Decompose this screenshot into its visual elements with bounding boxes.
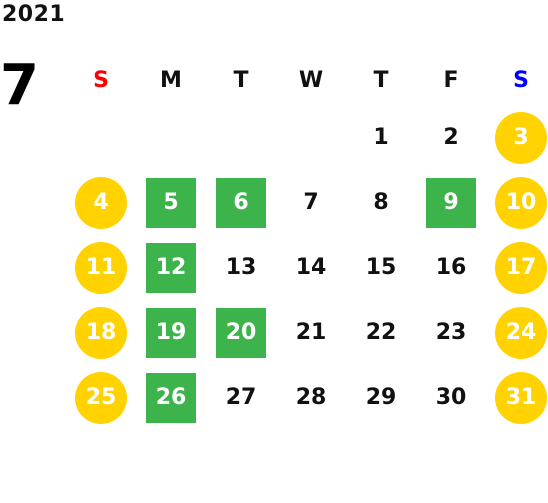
day-cell[interactable]: 11: [75, 241, 127, 294]
empty-day-cell: [75, 112, 127, 164]
day-cell[interactable]: 6: [216, 177, 266, 228]
day-cell[interactable]: 24: [495, 306, 547, 359]
weekday-header: S: [93, 67, 109, 93]
day-cell[interactable]: 19: [146, 307, 196, 358]
day-cell[interactable]: 1: [373, 125, 389, 150]
weekday-header: W: [298, 67, 324, 93]
day-cell[interactable]: 27: [225, 385, 257, 410]
day-cell[interactable]: 8: [373, 190, 389, 215]
empty-day-cell: [145, 112, 197, 164]
empty-day-cell: [285, 112, 337, 164]
day-cell[interactable]: 26: [146, 372, 196, 423]
day-cell[interactable]: 16: [435, 255, 467, 280]
day-cell[interactable]: 15: [365, 255, 397, 280]
weekday-header: T: [373, 67, 389, 93]
day-cell[interactable]: 9: [426, 177, 476, 228]
weekday-header: T: [233, 67, 249, 93]
calendar-month: 7: [0, 53, 39, 118]
empty-day-cell: [215, 112, 267, 164]
day-cell[interactable]: 7: [303, 190, 319, 215]
day-cell[interactable]: 4: [75, 176, 127, 229]
calendar-year: 2021: [2, 2, 66, 27]
day-cell[interactable]: 2: [443, 125, 459, 150]
day-cell[interactable]: 28: [295, 385, 327, 410]
day-cell[interactable]: 13: [225, 255, 257, 280]
weekday-header: M: [160, 67, 182, 93]
day-cell[interactable]: 10: [495, 176, 547, 229]
day-cell[interactable]: 21: [295, 320, 327, 345]
day-cell[interactable]: 5: [146, 177, 196, 228]
day-cell[interactable]: 31: [495, 371, 547, 424]
day-cell[interactable]: 12: [146, 242, 196, 293]
day-cell[interactable]: 20: [216, 307, 266, 358]
day-cell[interactable]: 14: [295, 255, 327, 280]
day-cell[interactable]: 30: [435, 385, 467, 410]
day-cell[interactable]: 29: [365, 385, 397, 410]
day-cell[interactable]: 18: [75, 306, 127, 359]
weekday-header: S: [513, 67, 529, 93]
day-cell[interactable]: 22: [365, 320, 397, 345]
weekday-header: F: [443, 67, 459, 93]
day-cell[interactable]: 23: [435, 320, 467, 345]
day-cell[interactable]: 17: [495, 241, 547, 294]
day-cell[interactable]: 3: [495, 111, 547, 164]
day-cell[interactable]: 25: [75, 371, 127, 424]
